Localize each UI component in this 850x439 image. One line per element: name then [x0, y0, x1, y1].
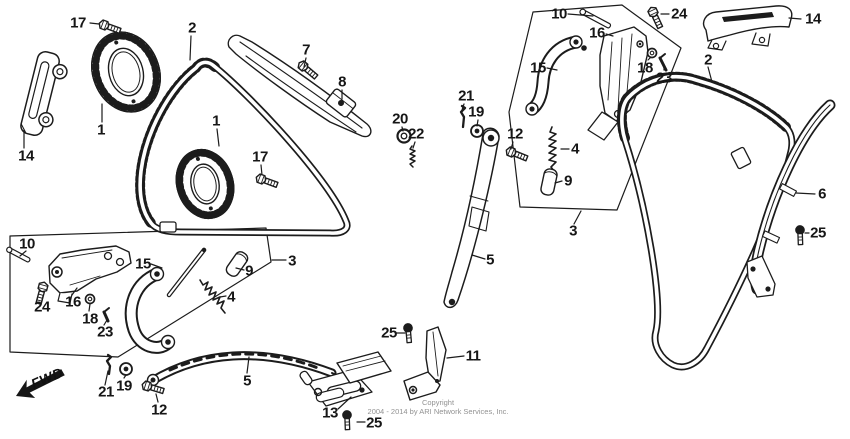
part-pin-21-top — [459, 104, 467, 129]
callout-1-4: 1 — [212, 112, 220, 130]
part-cam-chain-right — [616, 71, 796, 371]
part-bolt-12-top — [503, 145, 530, 164]
part-bracket-11 — [403, 326, 447, 401]
copyright-line1: Copyright — [421, 398, 455, 407]
part-washer-18-right — [646, 47, 658, 59]
part-chain-guide-right — [746, 99, 836, 298]
callout-19-11: 19 — [468, 103, 484, 121]
callout-24-28: 24 — [34, 298, 50, 316]
callout-18-17: 18 — [637, 59, 653, 77]
part-pin-21-bottom — [105, 353, 113, 376]
part-holder-top-right — [702, 5, 793, 51]
part-bolt-17-a — [97, 18, 123, 36]
callout-25-43: 25 — [366, 414, 382, 432]
part-tensioner-body-16-right — [599, 26, 649, 122]
callout-17-5: 17 — [252, 148, 268, 166]
assembly-box-right — [508, 4, 682, 211]
callout-24-19: 24 — [671, 5, 687, 23]
part-pin-10-left — [6, 246, 31, 263]
callout-3-24: 3 — [569, 222, 577, 240]
callout-7-6: 7 — [302, 41, 310, 59]
copyright-watermark: Copyright 2004 - 2014 by ARI Network Ser… — [318, 398, 558, 416]
callout-22-9: 22 — [408, 125, 424, 143]
callout-21-36: 21 — [98, 383, 114, 401]
callout-10-27: 10 — [19, 235, 35, 253]
part-washer-18-left — [84, 293, 96, 305]
part-spring-4-left — [199, 279, 226, 314]
part-pin-23-left — [102, 310, 110, 323]
callout-5-13: 5 — [486, 251, 494, 269]
part-pin-10-right — [579, 8, 612, 29]
callout-4-22: 4 — [571, 140, 579, 158]
callout-25-26: 25 — [810, 224, 826, 242]
leader-lines — [19, 13, 816, 423]
part-bolt-17-b — [254, 172, 280, 190]
callout-20-8: 20 — [392, 110, 408, 128]
callout-15-16: 15 — [530, 59, 546, 77]
part-bolt-24-right — [646, 4, 665, 31]
part-chain-guide-top — [227, 34, 372, 138]
part-camshaft-sprocket-lower — [175, 148, 235, 220]
callout-2-21: 2 — [704, 51, 712, 69]
part-holder-left — [20, 51, 68, 136]
callout-13-42: 13 — [322, 404, 338, 422]
part-spring-4-right — [548, 126, 557, 172]
callout-9-33: 9 — [245, 262, 253, 280]
callout-23-31: 23 — [97, 323, 113, 341]
callout-5-39: 5 — [243, 372, 251, 390]
part-pin-23-right — [658, 56, 668, 72]
copyright-line2: 2004 - 2014 by ARI Network Services, Inc… — [367, 407, 509, 416]
callout-19-37: 19 — [116, 377, 132, 395]
callout-11-41: 11 — [465, 347, 481, 365]
callout-16-15: 16 — [589, 24, 605, 42]
callout-4-34: 4 — [227, 288, 235, 306]
callout-15-32: 15 — [135, 255, 151, 273]
part-tensioner-slipper-bottom — [146, 351, 343, 387]
part-tensioner-assembly-right — [525, 8, 668, 196]
callout-6-25: 6 — [818, 185, 826, 203]
callout-17-0: 17 — [70, 14, 86, 32]
part-camshaft-sprocket-upper — [91, 31, 161, 113]
callout-8-7: 8 — [338, 73, 346, 91]
callout-18-30: 18 — [82, 310, 98, 328]
part-roller-9-right — [540, 168, 558, 196]
part-tensioner-assembly-left — [6, 245, 249, 354]
part-setting-plate-13 — [299, 351, 392, 407]
part-washer-20 — [396, 128, 412, 144]
callout-10-14: 10 — [551, 5, 567, 23]
callout-9-23: 9 — [564, 172, 572, 190]
part-bolt-25-right — [794, 224, 806, 246]
part-rubber-8 — [325, 88, 357, 118]
part-roller-9-left — [225, 251, 249, 277]
callout-16-29: 16 — [65, 293, 81, 311]
callout-3-35: 3 — [288, 252, 296, 270]
part-cam-chain-left — [135, 57, 351, 237]
callout-12-38: 12 — [151, 401, 167, 419]
callout-1-3: 1 — [97, 121, 105, 139]
callout-25-40: 25 — [381, 324, 397, 342]
part-tensioner-arm-center — [443, 127, 500, 309]
callout-12-12: 12 — [507, 125, 523, 143]
callout-23-18: 23 — [656, 69, 672, 87]
fwd-arrow-icon — [16, 369, 65, 398]
callout-21-10: 21 — [458, 87, 474, 105]
callout-2-2: 2 — [188, 19, 196, 37]
callout-14-20: 14 — [805, 10, 821, 28]
callout-14-1: 14 — [18, 147, 34, 165]
part-spring-22 — [409, 145, 416, 168]
